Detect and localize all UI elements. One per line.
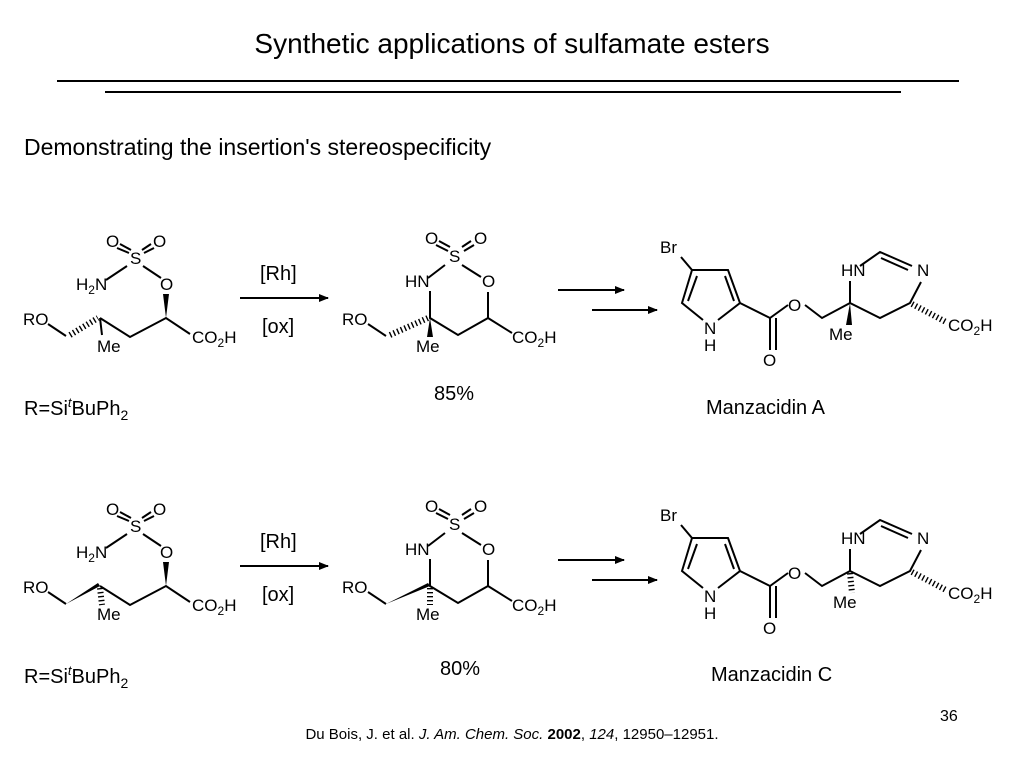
svg-text:O: O (482, 540, 495, 559)
r-group-definition: R=SitBuPh2 (24, 395, 128, 423)
page-number: 36 (940, 708, 958, 725)
reagent-rh: [Rh] (260, 263, 297, 285)
svg-text:CO2H: CO2H (192, 596, 236, 618)
svg-text:Me: Me (829, 325, 853, 344)
svg-text:N: N (917, 529, 929, 548)
sulfamate-ester-starting-material-2: O O S H2N O RO Me CO2H (23, 500, 236, 624)
svg-text:Br: Br (660, 506, 677, 525)
reagent-ox: [ox] (262, 584, 294, 606)
reagent-rh: [Rh] (260, 531, 297, 553)
product-name: Manzacidin C (711, 664, 832, 686)
svg-text:HN: HN (405, 540, 430, 559)
manzacidin-c-structure: Br N H O O HN N Me CO2H (660, 506, 992, 638)
svg-text:O: O (106, 232, 119, 251)
oxathiazinane-product-2: O O S HN O RO Me CO2H (342, 497, 556, 624)
svg-text:O: O (788, 564, 801, 583)
svg-text:O: O (153, 232, 166, 251)
svg-text:RO: RO (23, 310, 49, 329)
slide-subtitle: Demonstrating the insertion's stereospec… (24, 134, 492, 160)
citation: Du Bois, J. et al. J. Am. Chem. Soc. 200… (305, 726, 719, 743)
svg-text:Me: Me (416, 605, 440, 624)
svg-text:S: S (449, 247, 460, 266)
svg-text:CO2H: CO2H (948, 316, 992, 338)
svg-text:O: O (153, 500, 166, 519)
slide-title: Synthetic applications of sulfamate este… (254, 28, 770, 59)
title-divider-top (57, 80, 959, 82)
reagent-ox: [ox] (262, 316, 294, 338)
reaction-row-2: O O S H2N O RO Me CO2H [Rh] [ox] O O S H… (23, 497, 992, 691)
svg-text:N: N (704, 587, 716, 606)
svg-text:RO: RO (342, 578, 368, 597)
svg-text:O: O (763, 351, 776, 370)
svg-text:O: O (474, 497, 487, 516)
svg-text:O: O (160, 543, 173, 562)
svg-text:CO2H: CO2H (512, 328, 556, 350)
reaction-row-1: O O S H2N O RO Me CO2H [Rh] [ox] O O S H… (23, 229, 992, 423)
oxathiazinane-product-1: O O S HN O RO Me CO2H (342, 229, 556, 356)
title-divider-bottom (105, 91, 901, 93)
r-group-definition: R=SitBuPh2 (24, 663, 128, 691)
svg-text:Me: Me (97, 337, 121, 356)
svg-text:O: O (474, 229, 487, 248)
svg-text:O: O (425, 229, 438, 248)
svg-text:H2N: H2N (76, 543, 107, 565)
svg-text:HN: HN (841, 529, 866, 548)
svg-text:O: O (482, 272, 495, 291)
svg-text:S: S (130, 517, 141, 536)
svg-text:N: N (704, 319, 716, 338)
svg-text:CO2H: CO2H (948, 584, 992, 606)
svg-text:Me: Me (833, 593, 857, 612)
svg-text:H: H (704, 604, 716, 623)
svg-text:Me: Me (416, 337, 440, 356)
svg-text:CO2H: CO2H (192, 328, 236, 350)
product-name: Manzacidin A (706, 397, 826, 419)
svg-text:HN: HN (405, 272, 430, 291)
svg-text:O: O (425, 497, 438, 516)
svg-text:RO: RO (342, 310, 368, 329)
yield: 85% (434, 383, 474, 405)
svg-text:S: S (449, 515, 460, 534)
svg-text:HN: HN (841, 261, 866, 280)
manzacidin-a-structure: Br N H O O HN N Me CO2H (660, 238, 992, 370)
svg-text:O: O (106, 500, 119, 519)
yield: 80% (440, 658, 480, 680)
sulfamate-ester-starting-material-1: O O S H2N O RO Me CO2H (23, 232, 236, 356)
svg-text:O: O (788, 296, 801, 315)
svg-text:RO: RO (23, 578, 49, 597)
svg-text:H: H (704, 336, 716, 355)
svg-text:N: N (917, 261, 929, 280)
svg-text:S: S (130, 249, 141, 268)
svg-text:O: O (763, 619, 776, 638)
svg-text:O: O (160, 275, 173, 294)
svg-text:H2N: H2N (76, 275, 107, 297)
svg-text:Me: Me (97, 605, 121, 624)
svg-text:CO2H: CO2H (512, 596, 556, 618)
svg-text:Br: Br (660, 238, 677, 257)
